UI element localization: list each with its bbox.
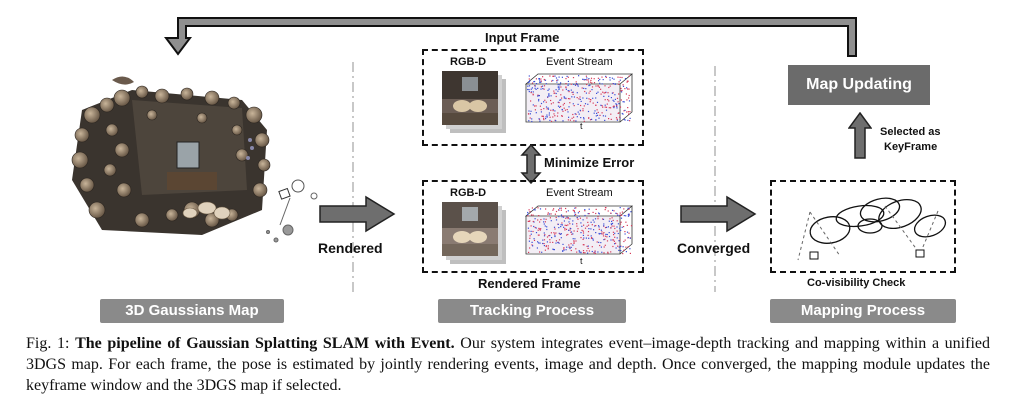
separator-left [352,62,354,292]
caption-body: Our system integrates event–image-depth … [26,335,991,394]
figure-caption: Fig. 1: The pipeline of Gaussian Splatti… [26,333,990,396]
input-rgbd-label: RGB-D [450,56,487,68]
covisibility-label: Co-visibility Check [807,277,906,289]
input-frame-box [422,49,644,146]
minimize-error-label: Minimize Error [544,155,635,170]
covisibility-box [770,180,956,273]
separator-right [714,66,716,292]
selected-keyframe-line1: Selected as [880,126,941,138]
rendered-time-label: t [580,256,583,266]
rendered-frame-box [422,180,644,273]
input-rgbd-image [442,71,506,133]
map-updating-box: Map Updating [788,65,930,105]
keyframe-up-arrow [848,112,872,159]
rendered-frame-title: Rendered Frame [478,276,581,291]
tracking-process-label: Tracking Process [438,299,626,323]
converged-label: Converged [677,240,751,256]
input-frame-title: Input Frame [485,30,560,45]
caption-title: The pipeline of Gaussian Splatting SLAM … [75,335,455,352]
input-event-label: Event Stream [546,56,613,68]
minimize-error-arrow [520,144,542,184]
rendered-event-label: Event Stream [546,187,613,199]
input-event-stream [524,73,634,123]
feedback-arrow [164,17,857,57]
converged-arrow [680,195,757,233]
caption-prefix: Fig. 1: [26,335,76,352]
covisibility-diagram [797,197,947,261]
rendered-rgbd-image [442,202,506,264]
rendered-rgbd-label: RGB-D [450,187,487,199]
selected-keyframe-line2: KeyFrame [884,141,938,153]
gaussian-scene-image [71,76,318,243]
gaussians-map-label: 3D Gaussians Map [100,299,284,323]
mapping-process-label: Mapping Process [770,299,956,323]
rendered-arrow [319,195,396,233]
rendered-event-stream [524,205,634,255]
input-time-label: t [580,121,583,131]
rendered-label: Rendered [318,240,383,256]
